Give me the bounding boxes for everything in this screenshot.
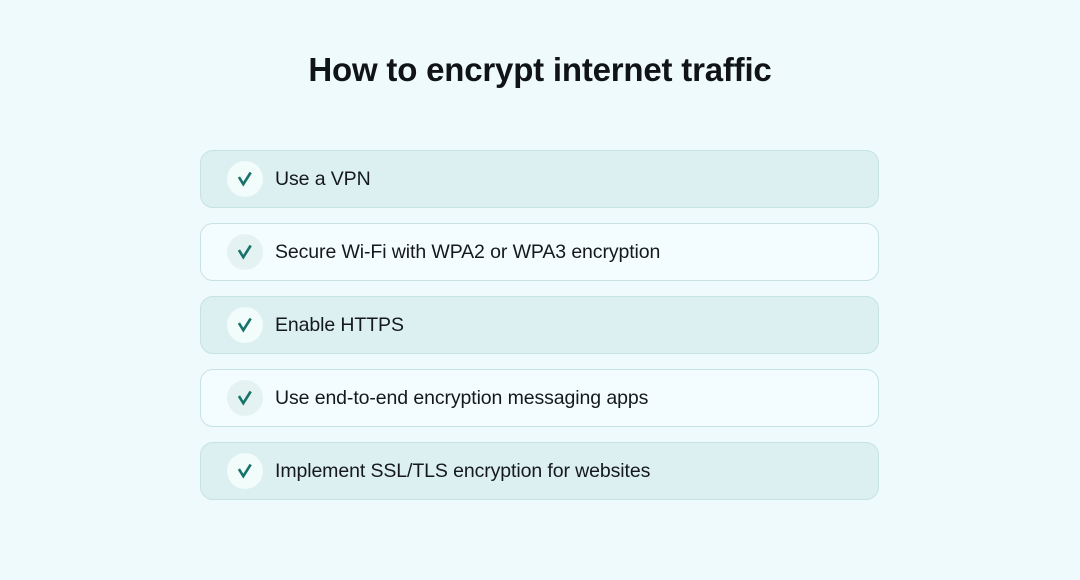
checklist-item-label: Secure Wi-Fi with WPA2 or WPA3 encryptio… <box>275 241 661 263</box>
checklist-item-label: Use end-to-end encryption messaging apps <box>275 387 649 409</box>
check-icon <box>227 234 263 270</box>
check-icon <box>227 161 263 197</box>
checklist-item[interactable]: Enable HTTPS <box>200 296 879 354</box>
checklist-item[interactable]: Implement SSL/TLS encryption for website… <box>200 442 879 500</box>
checklist-item[interactable]: Use a VPN <box>200 150 879 208</box>
page-title: How to encrypt internet traffic <box>308 51 772 88</box>
checklist-item-label: Implement SSL/TLS encryption for website… <box>275 460 651 482</box>
checklist: Use a VPN Secure Wi-Fi with WPA2 or WPA3 … <box>200 150 879 500</box>
check-icon <box>227 453 263 489</box>
checklist-item[interactable]: Use end-to-end encryption messaging apps <box>200 369 879 427</box>
check-icon <box>227 307 263 343</box>
checklist-item-label: Enable HTTPS <box>275 314 404 336</box>
checklist-item-label: Use a VPN <box>275 168 371 190</box>
checklist-item[interactable]: Secure Wi-Fi with WPA2 or WPA3 encryptio… <box>200 223 879 281</box>
check-icon <box>227 380 263 416</box>
